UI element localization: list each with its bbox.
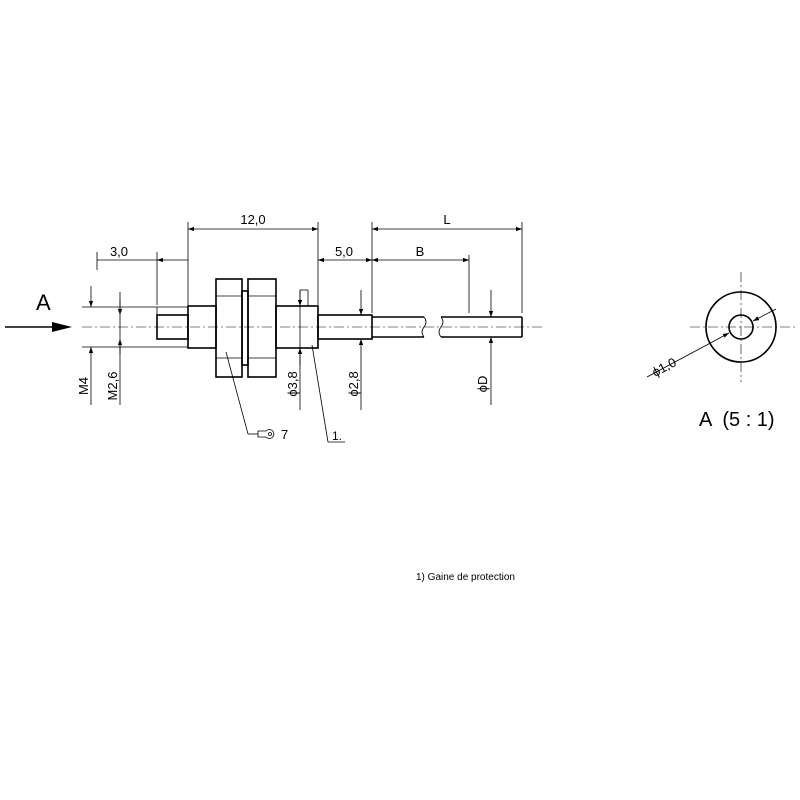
view-arrow: A — [5, 290, 72, 332]
extension-lines — [82, 222, 523, 348]
dim-B-label: B — [416, 244, 425, 259]
dim-m4-label: M4 — [76, 377, 91, 395]
dimension-L: L — [372, 212, 522, 232]
dimension-B: B — [372, 244, 469, 263]
detail-outer-circle — [705, 291, 777, 363]
callout-1-label: 1. — [332, 429, 342, 443]
washer — [241, 290, 249, 366]
wrench-size-label: 7 — [281, 427, 288, 442]
dim-L-label: L — [443, 212, 450, 227]
dimension-12-0: 12,0 — [188, 212, 318, 232]
dimension-3-0: 3,0 — [97, 244, 188, 263]
wrench-icon — [257, 429, 275, 439]
dimension-5-0: 5,0 — [318, 244, 372, 263]
dim-3-0-label: 3,0 — [110, 244, 128, 259]
view-arrow-head — [52, 322, 72, 332]
dim-dia-1-0-label: ϕ1,0 — [649, 354, 678, 379]
dimension-m4: M4 — [76, 286, 94, 405]
protective-sleeve — [317, 314, 373, 340]
dimension-dia-2-8: ϕ2,8 — [346, 290, 364, 410]
sensor-body — [187, 278, 319, 378]
detail-view-title: A (5 : 1) — [699, 409, 775, 431]
wrench-callout: 7 — [225, 351, 288, 442]
callout-1: 1. — [311, 344, 345, 443]
dimension-dia-3-8: ϕ3,8 — [285, 290, 303, 410]
dim-dia-2-8-label: ϕ2,8 — [346, 371, 361, 396]
dimension-dia-D: ϕD — [475, 290, 494, 405]
detail-inner-circle — [728, 314, 754, 340]
view-arrow-label: A — [36, 290, 51, 315]
dim-dia-3-8-label: ϕ3,8 — [285, 371, 300, 396]
detail-view-a: ϕ1,0 A (5 : 1) — [646, 272, 795, 431]
dim-5-0-label: 5,0 — [335, 244, 353, 259]
dim-dia-D-label: ϕD — [475, 376, 490, 393]
footnote: 1) Gaine de protection — [416, 572, 515, 583]
dim-m2-6-label: M2,6 — [105, 372, 120, 401]
dim-12-0-label: 12,0 — [240, 212, 265, 227]
nut-2 — [247, 278, 277, 378]
dimension-m2-6: M2,6 — [105, 292, 123, 405]
fiber-cable — [372, 316, 523, 338]
